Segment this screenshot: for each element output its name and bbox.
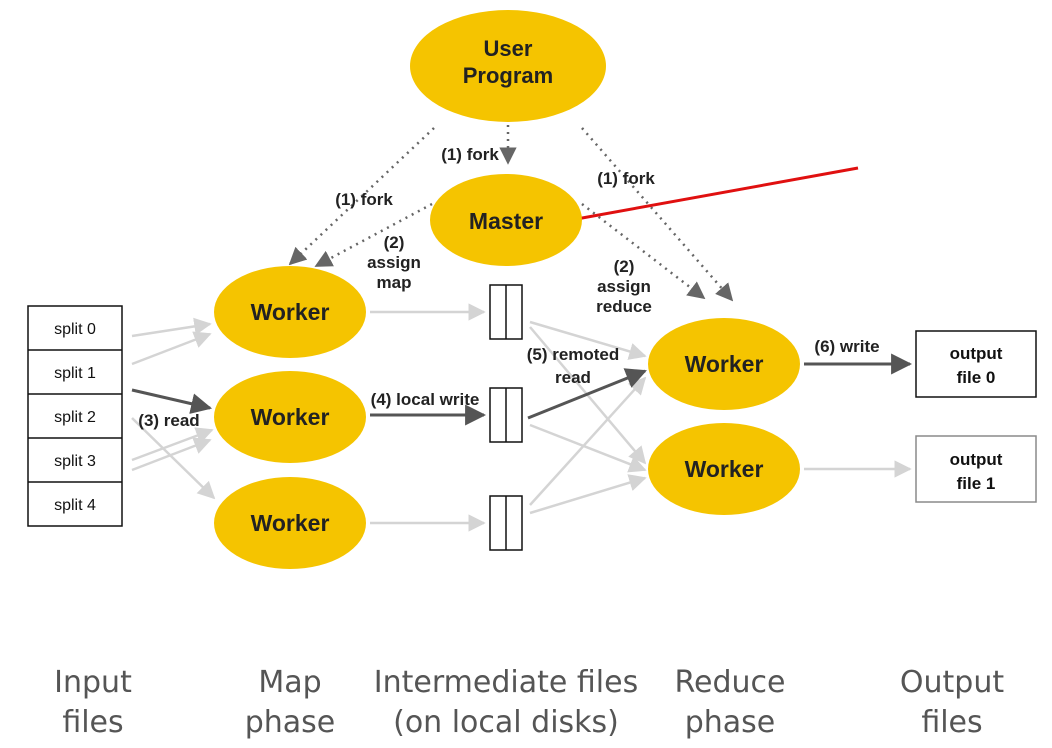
map-worker-2-label: Worker [251, 404, 330, 430]
fork-center-label: (1) fork [441, 145, 499, 164]
fork-left-label: (1) fork [335, 190, 393, 209]
user-program-label-1: User [484, 36, 533, 61]
phase-map-2: phase [245, 705, 336, 740]
phase-input-1: Input [54, 665, 132, 700]
assign-reduce-label-1: (2) [614, 257, 635, 276]
intermediate-file-3 [489, 495, 523, 551]
map-worker-1: Worker [214, 266, 366, 358]
input-splits: split 0 split 1 split 2 split 3 split 4 [27, 305, 123, 527]
map-worker-1-label: Worker [251, 299, 330, 325]
reduce-worker-2-label: Worker [685, 456, 764, 482]
intermediate-file-2 [489, 387, 523, 443]
remote-read-label-2: read [555, 368, 591, 387]
arrow-assign-map [314, 202, 433, 268]
map-worker-2: Worker [214, 371, 366, 463]
phase-reduce-1: Reduce [675, 665, 786, 700]
local-write-label: (4) local write [371, 390, 480, 409]
output-file-1: output file 1 [915, 435, 1037, 503]
split-3-label: split 3 [54, 453, 96, 470]
output-file-1-label-2: file 1 [957, 474, 996, 493]
arrow-split1-worker1 [131, 331, 212, 366]
intermediate-file-1 [489, 284, 523, 340]
user-program-label-2: Program [463, 63, 553, 88]
arrow-read [131, 388, 213, 414]
solid-arrows [131, 353, 913, 426]
dotted-arrows [288, 125, 734, 302]
arrow-assign-reduce [581, 203, 706, 300]
phase-output-2: files [921, 705, 982, 740]
arrow-remote-read [527, 368, 647, 420]
arrow-file3-rworker1 [529, 376, 647, 506]
output-file-0-label-2: file 0 [957, 368, 996, 387]
highlight-arrow [557, 166, 859, 229]
phase-output-1: Output [900, 665, 1004, 700]
reduce-worker-2: Worker [648, 423, 800, 515]
arrow-file3-rworker2 [529, 474, 647, 515]
arrow-split4-worker2 [131, 437, 212, 472]
read-label: (3) read [138, 411, 199, 430]
split-4-label: split 4 [54, 497, 96, 514]
assign-map-label-2: assign [367, 253, 421, 272]
arrow-fork-worker1 [288, 127, 435, 266]
phase-intermediate-1: Intermediate files [374, 665, 638, 700]
assign-map-label-3: map [377, 273, 412, 292]
reduce-worker-1-label: Worker [685, 351, 764, 377]
master-label: Master [469, 208, 543, 234]
map-worker-3-label: Worker [251, 510, 330, 536]
faint-arrows [131, 303, 912, 532]
master-node: Master [430, 174, 582, 266]
output-file-0: output file 0 [915, 330, 1037, 398]
split-0-label: split 0 [54, 321, 96, 338]
write-label: (6) write [814, 337, 879, 356]
output-file-0-label-1: output [950, 344, 1003, 363]
user-program-node: User Program [410, 10, 606, 122]
arrow-split3-worker2 [131, 427, 214, 462]
phase-input-2: files [62, 705, 123, 740]
arrow-split2-worker3 [131, 417, 216, 500]
phase-reduce-2: phase [685, 705, 776, 740]
fork-right-label: (1) fork [597, 169, 655, 188]
assign-reduce-label-2: assign [597, 277, 651, 296]
output-file-1-label-1: output [950, 450, 1003, 469]
reduce-worker-1: Worker [648, 318, 800, 410]
split-2-label: split 2 [54, 409, 96, 426]
assign-reduce-label-3: reduce [596, 297, 652, 316]
split-1-label: split 1 [54, 365, 96, 382]
phase-intermediate-2: (on local disks) [393, 705, 619, 740]
arrow-file2-rworker2 [529, 423, 647, 473]
assign-map-label-1: (2) [384, 233, 405, 252]
arrow-split0-worker1 [131, 317, 212, 338]
phase-labels: Input files Map phase Intermediate files… [54, 665, 1004, 740]
phase-map-1: Map [258, 665, 321, 700]
remote-read-label-1: (5) remoted [527, 345, 620, 364]
arrow-file1-rworker1 [529, 320, 647, 360]
map-worker-3: Worker [214, 477, 366, 569]
arrow-fork-rworker1 [581, 127, 734, 302]
